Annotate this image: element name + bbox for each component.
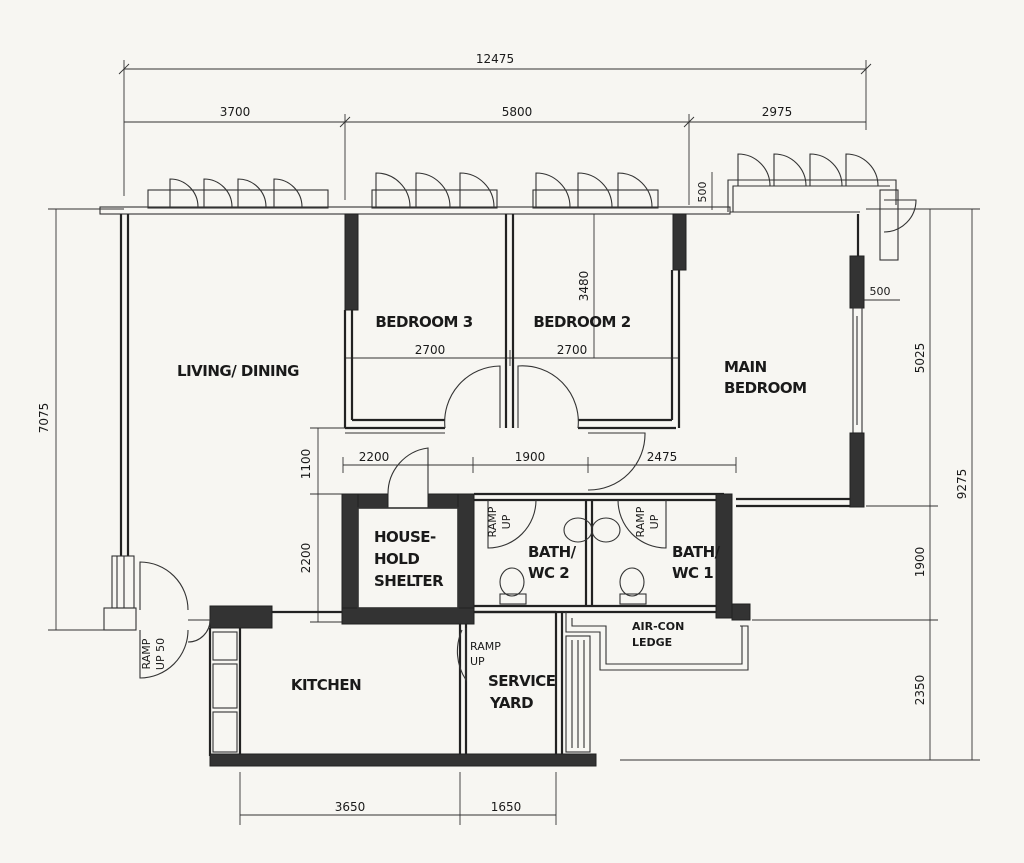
dim-corridor-mid: 1900 <box>515 450 546 464</box>
room-labels: LIVING/ DINING BEDROOM 3 BEDROOM 2 MAIN … <box>177 313 807 712</box>
ramp-bath2-line1: RAMP <box>486 506 499 537</box>
room-service-yard-line2: YARD <box>489 694 533 712</box>
dim-corridor-right: 2475 <box>647 450 678 464</box>
dim-right-mid: 1900 <box>913 547 927 578</box>
room-shelter-line1: HOUSE- <box>374 528 436 546</box>
dim-balcony-depth: 500 <box>696 182 709 203</box>
room-shelter-line3: SHELTER <box>374 572 444 590</box>
ramp-bath1-line2: UP <box>648 514 661 529</box>
dim-bedroom3-width: 2700 <box>415 343 446 357</box>
ramp-labels: RAMP UP 50 RAMP UP RAMP UP RAMP UP <box>140 506 661 670</box>
dim-overall-width: 12475 <box>476 52 514 66</box>
room-bath2-line1: BATH/ <box>528 543 577 561</box>
dim-top-left: 3700 <box>220 105 251 119</box>
dim-left-height: 7075 <box>37 403 51 434</box>
room-main-bedroom-line2: BEDROOM <box>724 379 807 397</box>
room-kitchen: KITCHEN <box>291 676 361 694</box>
ramp-service-line1: RAMP <box>470 640 501 653</box>
doors <box>139 365 667 682</box>
dim-corridor-left: 2200 <box>359 450 390 464</box>
room-service-yard-line1: SERVICE <box>488 672 556 690</box>
dim-bottom-right: 1650 <box>491 800 522 814</box>
dim-bottom-left: 3650 <box>335 800 366 814</box>
room-living-dining: LIVING/ DINING <box>177 362 299 380</box>
ramp-bath1-line1: RAMP <box>634 506 647 537</box>
room-shelter-line2: HOLD <box>374 550 419 568</box>
room-bath1-line1: BATH/ <box>672 543 721 561</box>
room-bedroom-2: BEDROOM 2 <box>533 313 630 331</box>
dim-bedroom2-width: 2700 <box>557 343 588 357</box>
dim-right-upper: 5025 <box>913 343 927 374</box>
window-ledge <box>99 179 899 261</box>
walls <box>103 213 865 767</box>
dim-corridor-height: 1100 <box>299 449 313 480</box>
dim-bedroom-depth: 3480 <box>577 271 591 302</box>
room-aircon-line2: LEDGE <box>632 636 672 649</box>
ramp-entrance-line1: RAMP <box>140 638 153 669</box>
room-aircon-line1: AIR-CON <box>632 620 684 633</box>
ramp-bath2-line2: UP <box>500 514 513 529</box>
room-bedroom-3: BEDROOM 3 <box>375 313 472 331</box>
dim-right-lower: 2350 <box>913 675 927 706</box>
room-main-bedroom-line1: MAIN <box>724 358 767 376</box>
casement-windows <box>147 153 917 233</box>
dim-top-mid: 5800 <box>502 105 533 119</box>
dim-right-total: 9275 <box>955 469 969 500</box>
ramp-service-line2: UP <box>470 655 485 668</box>
dimension-labels: 12475 3700 5800 2975 500 500 3480 2700 2… <box>37 52 969 814</box>
room-bath2-line2: WC 2 <box>528 564 569 582</box>
room-bath1-line2: WC 1 <box>672 564 713 582</box>
dim-right-offset: 500 <box>870 285 891 298</box>
dim-top-right: 2975 <box>762 105 793 119</box>
ramp-entrance-line2: UP 50 <box>154 638 167 670</box>
dim-shelter-height: 2200 <box>299 543 313 574</box>
